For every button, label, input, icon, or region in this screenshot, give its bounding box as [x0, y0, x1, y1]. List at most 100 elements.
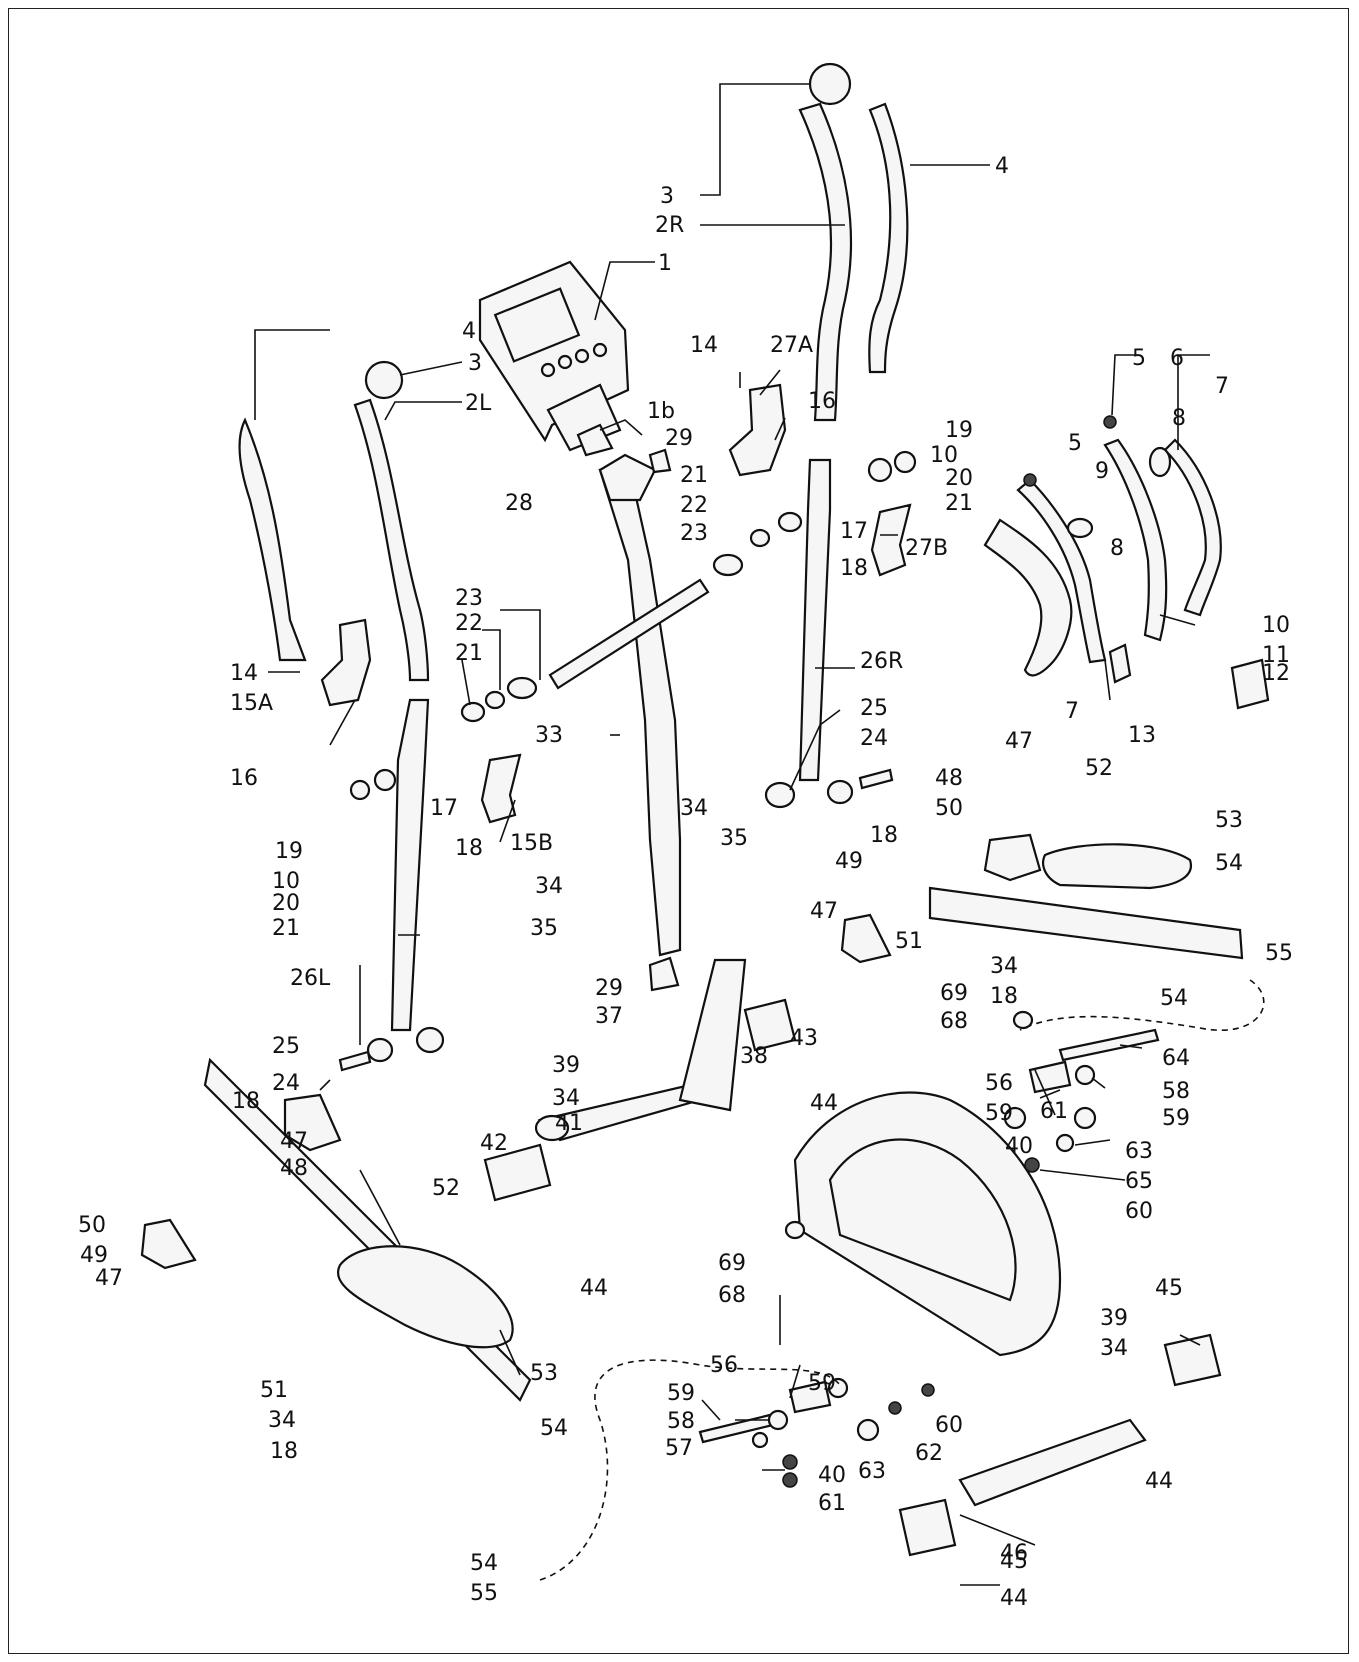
label-54c: 54 — [540, 1416, 568, 1441]
pivot-axle — [548, 578, 710, 690]
label-22a: 22 — [680, 493, 708, 518]
bushing-25-left-a — [366, 1037, 394, 1063]
bearing-59-left-b — [767, 1409, 789, 1431]
handle-bracket-15A — [320, 618, 372, 707]
label-27A: 27A — [770, 333, 813, 358]
label-55a: 55 — [1265, 941, 1293, 966]
nut-60-right — [1024, 1157, 1040, 1173]
label-56b: 56 — [710, 1353, 738, 1378]
crank-56-right — [1028, 1060, 1072, 1094]
label-34d: 34 — [552, 1086, 580, 1111]
washer-58-right — [1074, 1064, 1096, 1086]
bearing-21-left-2 — [373, 768, 397, 792]
label-54a: 54 — [1215, 851, 1243, 876]
label-40a: 40 — [1005, 1134, 1033, 1159]
label-59d: 59 — [667, 1381, 695, 1406]
handlebar-tube-7-lower — [983, 518, 1073, 677]
label-53a: 53 — [1215, 808, 1243, 833]
label-52a: 52 — [1085, 756, 1113, 781]
bearing-21-right-2 — [867, 457, 893, 483]
washer-8b — [1066, 517, 1094, 539]
cover-29-bottom — [648, 956, 680, 992]
label-23b: 23 — [455, 586, 483, 611]
cover-15B — [480, 753, 522, 824]
label-18d: 18 — [990, 984, 1018, 1009]
label-29b: 29 — [595, 976, 623, 1001]
label-4b: 4 — [462, 319, 476, 344]
label-68a: 68 — [940, 1009, 968, 1034]
label-44b: 44 — [580, 1276, 608, 1301]
label-59a: 59 — [985, 1101, 1013, 1126]
label-5a: 5 — [1132, 346, 1146, 371]
label-18a: 18 — [840, 556, 868, 581]
label-18f: 18 — [270, 1439, 298, 1464]
label-41: 41 — [555, 1111, 583, 1136]
label-45a: 45 — [1155, 1276, 1183, 1301]
upper-handlebar-right — [798, 102, 853, 422]
label-44c: 44 — [1145, 1469, 1173, 1494]
label-3a: 3 — [660, 184, 674, 209]
label-48a: 48 — [935, 766, 963, 791]
label-27B: 27B — [905, 536, 948, 561]
label-57: 57 — [665, 1436, 693, 1461]
label-3b: 3 — [468, 351, 482, 376]
label-47c: 47 — [280, 1129, 308, 1154]
end-cap-43 — [743, 998, 797, 1052]
washer-20-left — [349, 779, 371, 801]
label-64: 64 — [1162, 1046, 1190, 1071]
bushing-23-left — [506, 676, 538, 700]
label-28: 28 — [505, 491, 533, 516]
stabilizer-cap-45-top — [1163, 1333, 1222, 1387]
handlebar-foam-right — [868, 102, 909, 374]
label-63b: 63 — [858, 1459, 886, 1484]
label-17a: 17 — [840, 519, 868, 544]
lower-arm-26R — [798, 458, 832, 782]
upper-handlebar-left — [353, 398, 430, 682]
label-16a: 16 — [808, 389, 836, 414]
label-59c: 59 — [808, 1371, 836, 1396]
label-10c: 10 — [272, 869, 300, 894]
pedal-53-right — [1042, 843, 1193, 890]
label-45b: 45 — [1000, 1549, 1028, 1574]
bearing-21-right — [777, 511, 803, 533]
label-52b: 52 — [432, 1176, 460, 1201]
label-47b: 47 — [810, 899, 838, 924]
label-12: 12 — [1262, 661, 1290, 686]
frame-tube-end — [534, 1114, 570, 1142]
nut-40-left — [782, 1454, 798, 1470]
label-21b: 21 — [680, 463, 708, 488]
label-25a: 25 — [860, 696, 888, 721]
label-7b: 7 — [1065, 699, 1079, 724]
pedal-bracket-48-left — [283, 1093, 342, 1152]
label-22b: 22 — [455, 611, 483, 636]
label-38: 38 — [740, 1044, 768, 1069]
rear-stabilizer-46 — [958, 1418, 1147, 1507]
label-61a: 61 — [1040, 1099, 1068, 1124]
part-labels: 1 1b 2R 2L 3 3 4 4 5 5 6 7 7 8 8 9 10 10… — [78, 154, 1293, 1611]
handle-bracket-27A — [728, 383, 787, 477]
pedal-bracket-49-right — [840, 913, 892, 964]
label-56a: 56 — [985, 1071, 1013, 1096]
handlebar-tube-7-upper — [1163, 438, 1222, 617]
label-51b: 51 — [260, 1378, 288, 1403]
end-cap-12 — [1230, 658, 1270, 710]
label-68b: 68 — [718, 1283, 746, 1308]
label-10b: 10 — [1262, 613, 1290, 638]
label-53b: 53 — [530, 1361, 558, 1386]
bushing-25-left-b — [415, 1026, 445, 1054]
washer-22-left — [484, 690, 506, 710]
stabilizer-cap-45-bottom — [898, 1498, 957, 1557]
label-29a: 29 — [665, 426, 693, 451]
label-43: 43 — [790, 1026, 818, 1051]
label-55b: 55 — [470, 1581, 498, 1606]
label-19a: 19 — [945, 418, 973, 443]
frame-upright-38 — [678, 958, 747, 1112]
label-50a: 50 — [935, 796, 963, 821]
crank-56-left — [788, 1380, 832, 1414]
label-11: 11 — [1262, 643, 1290, 668]
label-60b: 60 — [935, 1413, 963, 1438]
label-4a: 4 — [995, 154, 1009, 179]
label-18c: 18 — [870, 823, 898, 848]
label-20b: 20 — [272, 891, 300, 916]
